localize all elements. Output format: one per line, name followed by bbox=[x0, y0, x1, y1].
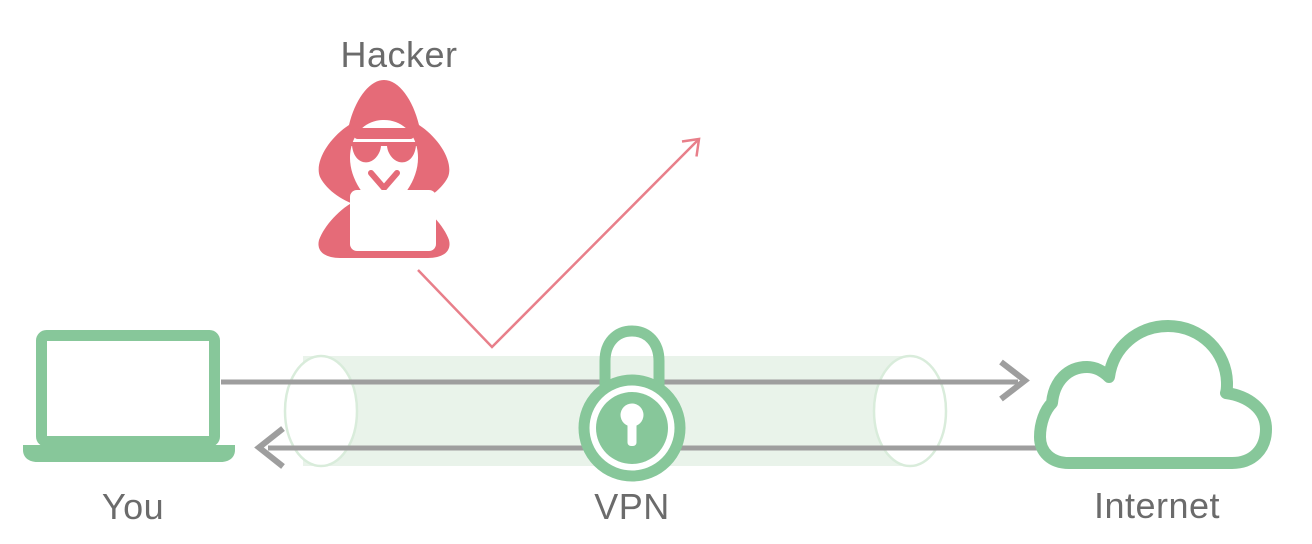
laptop-base bbox=[23, 445, 235, 462]
cloud-icon bbox=[1034, 320, 1272, 469]
vpn-label: VPN bbox=[594, 486, 670, 527]
keyhole-stem bbox=[627, 419, 637, 446]
deflected-attack-arrow bbox=[417, 137, 701, 349]
laptop-icon bbox=[23, 330, 235, 462]
attack-path bbox=[417, 139, 699, 349]
sunglasses-left-lens bbox=[352, 145, 381, 163]
attack-arrowhead-icon bbox=[681, 137, 701, 157]
hacker-label: Hacker bbox=[340, 34, 458, 75]
cloud-shape bbox=[1034, 320, 1272, 469]
laptop-screen bbox=[36, 330, 220, 447]
keyhole-icon bbox=[620, 403, 644, 427]
hacker-icon bbox=[318, 80, 450, 258]
hacker-hood-brim bbox=[354, 128, 414, 139]
hacker-chin bbox=[368, 170, 400, 191]
internet-label: Internet bbox=[1093, 485, 1221, 526]
hacker-laptop bbox=[350, 190, 436, 251]
padlock-icon bbox=[578, 325, 686, 482]
you-label: You bbox=[101, 486, 165, 527]
padlock-shackle bbox=[599, 325, 665, 386]
sunglasses-right-lens bbox=[387, 145, 416, 163]
sunglasses-bridge bbox=[350, 142, 418, 146]
right-arrowhead-icon bbox=[999, 359, 1030, 402]
left-arrowhead-icon bbox=[254, 426, 285, 469]
